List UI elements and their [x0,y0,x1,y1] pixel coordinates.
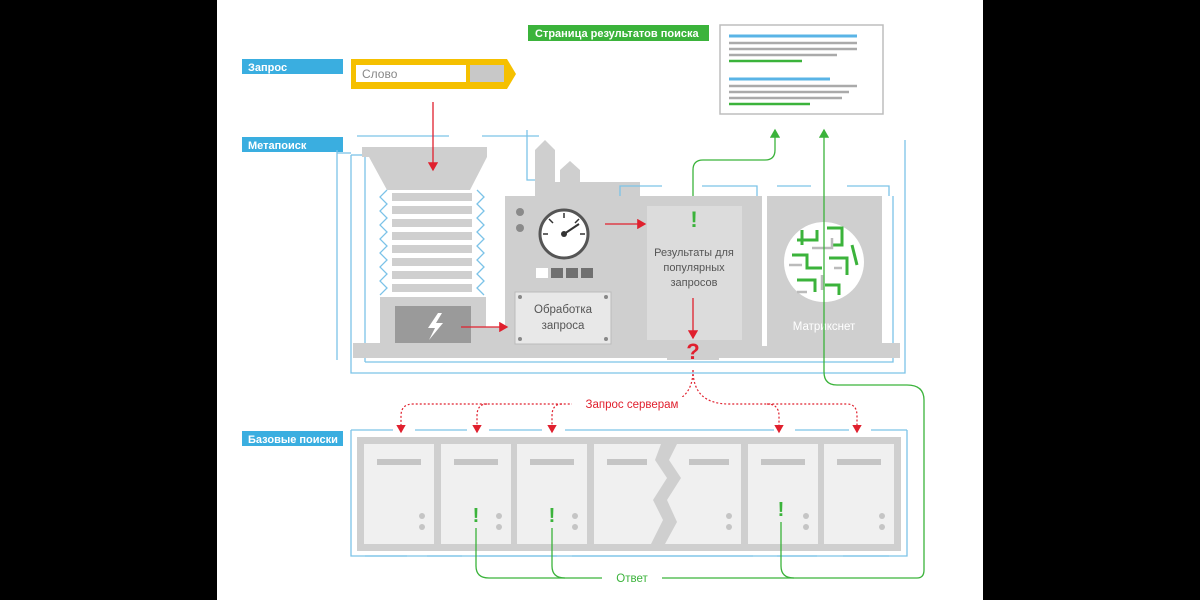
query-submit-button[interactable] [470,65,504,82]
server-2: ! [441,444,511,544]
base-searches-label-tag: Базовые поиски [242,431,343,446]
server-1 [364,444,434,544]
lightning-icon [428,313,443,340]
serp-page [719,24,884,115]
unknown-query-mark: ? [686,339,699,364]
server-6: ! [748,444,818,544]
server-request-label: Запрос серверам [586,399,679,411]
serp-label: Страница результатов поиска [535,28,699,40]
query-label-tag: Запрос [242,59,343,74]
metasearch-outline [336,130,906,374]
metasearch-machine: Обработка запроса Результаты для популяр… [353,140,900,364]
server-5 [665,444,741,544]
diagram-canvas: Запрос Метапоиск Базовые поиски Страница… [217,0,983,600]
server-6-found-mark: ! [778,499,785,521]
server-request-arrows [396,369,862,434]
base-searches-label: Базовые поиски [248,434,338,446]
processing-line-2: запроса [542,320,585,332]
query-input[interactable] [356,65,466,82]
query-input-value: Слово [362,67,398,81]
popular-found-mark: ! [690,207,697,232]
query-label: Запрос [248,62,287,74]
base-searches: ! ! ! [350,429,908,557]
popular-line-3: запросов [671,277,718,289]
answer-flow-lines [475,128,925,579]
query-flow-arrows [427,102,699,340]
search-architecture-diagram: Запрос Метапоиск Базовые поиски Страница… [242,24,925,585]
popular-line-1: Результаты для [654,247,734,259]
bellows [379,189,485,296]
server-7 [824,444,894,544]
server-3: ! [517,444,587,544]
server-4-broken [594,444,667,544]
processing-line-1: Обработка [534,304,593,316]
server-2-found-mark: ! [473,505,480,527]
query-box: Слово [351,59,516,89]
metasearch-label: Метапоиск [248,140,307,152]
serp-label-tag: Страница результатов поиска [528,25,709,41]
answer-label: Ответ [616,573,648,585]
popular-line-2: популярных [663,262,725,274]
query-processing-plate: Обработка запроса [514,291,612,345]
metasearch-label-tag: Метапоиск [242,137,343,152]
server-3-found-mark: ! [549,505,556,527]
gauge-icon [538,208,590,260]
